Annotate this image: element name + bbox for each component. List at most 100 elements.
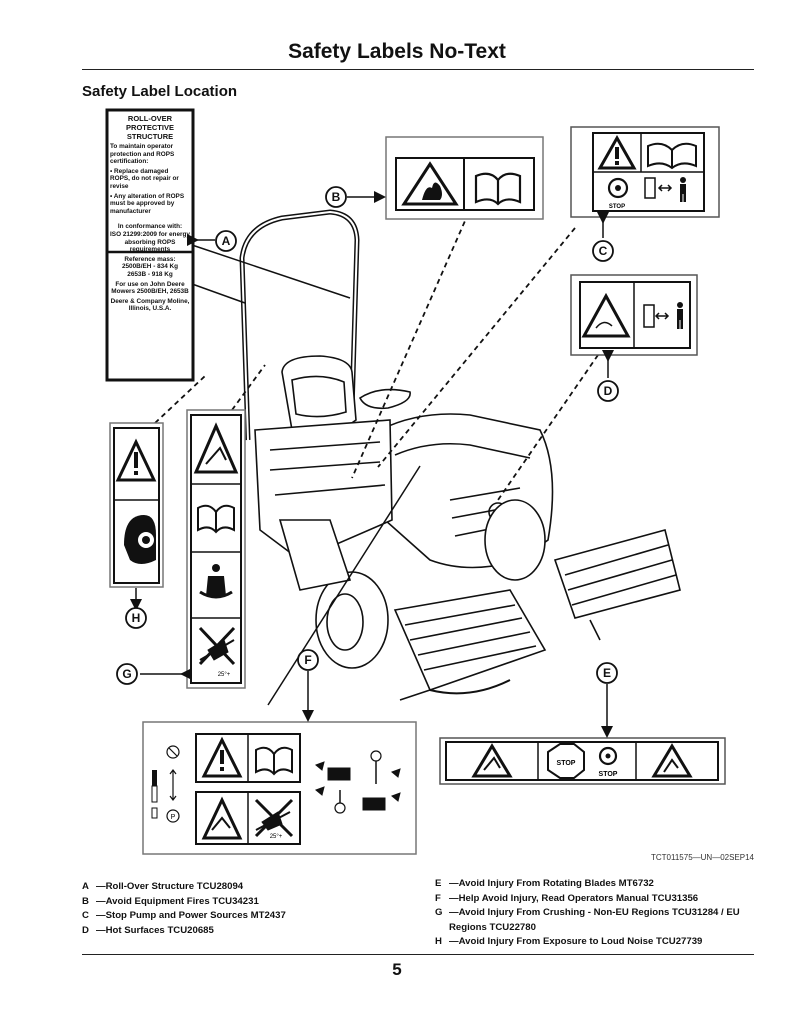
leader-h — [154, 375, 206, 424]
seatbelt-icon — [199, 564, 233, 599]
legend-key: B — [82, 895, 89, 907]
rops-use-for: For use on John Deere Mowers 2500B/EH, 2… — [111, 280, 189, 296]
callout-e — [596, 662, 618, 684]
slope-angle-text-g: 25°+ — [218, 672, 231, 678]
callout-g — [116, 663, 138, 685]
legend-key: G — [435, 907, 443, 918]
reel-unit-right — [553, 529, 681, 619]
callout-b — [325, 186, 347, 208]
page-title: Safety Labels No-Text — [288, 40, 506, 63]
legend-item: B —Avoid Equipment Fires TCU34231 — [82, 895, 412, 910]
leader-d — [497, 354, 599, 501]
rops-mass-title: Reference mass: — [124, 255, 176, 263]
legend-item: F —Help Avoid Injury, Read Operators Manu… — [435, 892, 765, 907]
callout-f — [297, 649, 319, 671]
stop-text-e2: STOP — [599, 771, 618, 778]
rops-maker: Deere & Company Moline, Illinois, U.S.A. — [110, 297, 190, 313]
rops-standard: ISO 21299:2009 for energy absorbing ROPS… — [110, 230, 190, 254]
fire-warning-icon — [401, 161, 459, 206]
legend-item: A —Roll-Over Structure TCU28094 — [82, 880, 412, 895]
no-slope-icon — [198, 626, 236, 666]
legend-key: H — [435, 936, 442, 947]
callout-f-letter: F — [304, 653, 311, 667]
steering-wheel — [358, 388, 411, 410]
mower-illustration — [239, 209, 681, 701]
rops-conformance: In conformance with: — [117, 223, 183, 231]
reel-unit-front — [393, 589, 547, 691]
leader-a — [191, 244, 351, 299]
leader-f-diag — [267, 465, 421, 706]
callout-c-letter: C — [599, 244, 608, 258]
legend-text: —Avoid Injury From Rotating Blades MT673… — [449, 878, 654, 889]
legend-text: —Stop Pump and Power Sources MT2437 — [96, 910, 286, 921]
label-a-rops — [105, 108, 195, 382]
manual-book-icon-g — [197, 504, 235, 534]
figure-code: TCT011575—UN—02SEP14 — [650, 853, 754, 862]
manual-book-icon — [474, 172, 522, 206]
rops-bullet-2: • Any alteration of ROPS must be approve… — [110, 192, 185, 215]
legend-key: A — [82, 881, 89, 892]
callout-h — [125, 607, 147, 629]
keep-away-arrow-icon — [657, 184, 673, 192]
reel-unit-left — [278, 519, 352, 591]
rops-mass-1: 2500B/EH - 834 Kg — [121, 263, 179, 271]
person-icon-d — [677, 302, 683, 329]
rops-intro: To maintain operator protection and ROPS… — [110, 143, 175, 166]
callout-d-letter: D — [604, 384, 613, 398]
rops-bullet-1: • Replace damaged ROPS, do not repair or… — [110, 167, 179, 190]
legend-item: C —Stop Pump and Power Sources MT2437 — [82, 909, 412, 924]
callout-e-letter: E — [603, 666, 611, 680]
no-slope-icon-f — [254, 798, 294, 838]
legend-text: —Help Avoid Injury, Read Operators Manua… — [449, 892, 699, 904]
callout-a — [215, 230, 237, 252]
callout-c — [592, 240, 614, 262]
leader-g — [231, 364, 266, 411]
legend-item: E —Avoid Injury From Rotating Blades MT67… — [435, 877, 765, 892]
legend-item: G —Avoid Injury From Crushing - Non-EU Re… — [435, 906, 765, 935]
rops-label-text: ROLL-OVER PROTECTIVE STRUCTURE To mainta… — [110, 114, 190, 313]
rops-title-2: PROTECTIVE — [126, 123, 174, 132]
rops-title-3: STRUCTURE — [126, 132, 174, 141]
stop-text-c: STOP — [609, 204, 625, 210]
stop-text-e1: STOP — [557, 760, 576, 767]
legend-text: —Avoid Injury From Exposure to Loud Nois… — [449, 936, 703, 947]
header-rule — [82, 69, 754, 70]
speed-mode-icons — [315, 750, 401, 814]
legend-item: H —Avoid Injury From Exposure to Loud Noi… — [435, 935, 765, 950]
legend-item: D —Hot Surfaces TCU20685 — [82, 924, 412, 939]
leader-b — [351, 204, 473, 479]
machine-icon — [644, 177, 656, 199]
legend-left: A —Roll-Over Structure TCU28094 B —Avoid E… — [82, 880, 412, 938]
hearing-protection-icon — [124, 515, 156, 564]
hot-surface-warning-icon — [581, 292, 631, 338]
manual-book-icon-f — [255, 746, 293, 776]
parking-brake-applied-icon — [166, 809, 180, 823]
page-number: 5 — [392, 960, 402, 979]
svg-text:P: P — [171, 814, 176, 821]
legend-key: F — [435, 892, 441, 904]
legend-text: —Avoid Equipment Fires TCU34231 — [96, 895, 259, 907]
crush-warning-icon — [193, 422, 239, 474]
legend-text: —Roll-Over Structure TCU28094 — [96, 881, 244, 892]
lever-icon — [152, 770, 157, 786]
legend-key: D — [82, 924, 89, 936]
callout-h-letter: H — [132, 611, 141, 625]
manual-book-icon-c — [647, 142, 697, 170]
legend-text: —Hot Surfaces TCU20685 — [96, 924, 214, 936]
leader-c — [377, 227, 576, 468]
stop-engine-icon: STOP — [547, 743, 585, 779]
slope-angle-text-f: 25°+ — [270, 834, 283, 840]
footer-rule — [82, 954, 754, 955]
callout-g-letter: G — [122, 667, 131, 681]
legend-right: E —Avoid Injury From Rotating Blades MT67… — [435, 877, 765, 950]
rops-mass-2: 2653B - 918 Kg — [127, 270, 173, 278]
section-heading: Safety Label Location — [82, 83, 238, 100]
legend-key: E — [435, 878, 442, 889]
legend-key: C — [82, 910, 89, 921]
legend-text: —Avoid Injury From Crushing - Non-EU Reg… — [449, 907, 740, 933]
callout-d — [597, 380, 619, 402]
person-icon — [680, 177, 686, 202]
rops-title-1: ROLL-OVER — [127, 114, 173, 123]
callout-a-letter: A — [222, 234, 231, 248]
